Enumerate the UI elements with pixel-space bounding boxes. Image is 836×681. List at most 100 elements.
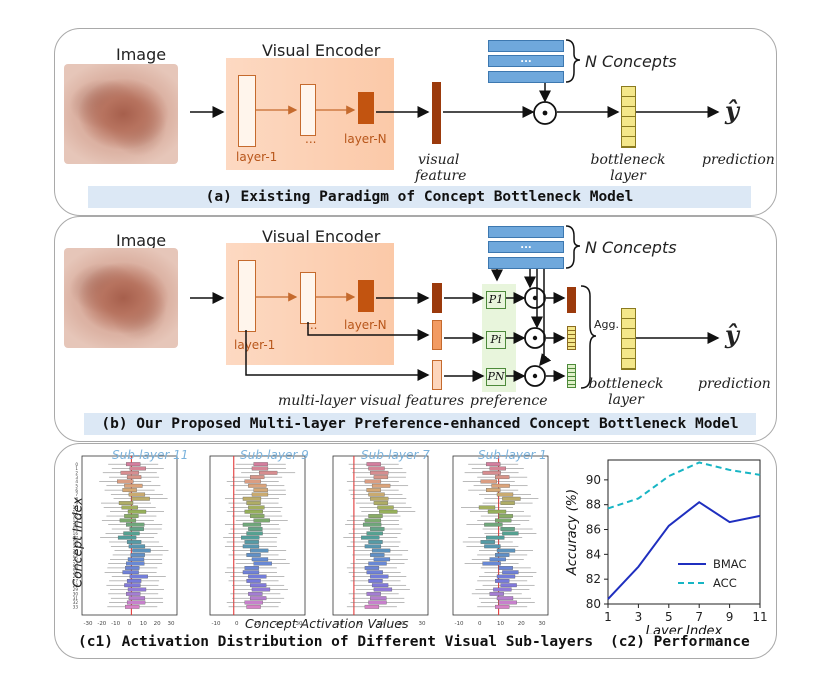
concept-index-tick: 23 [73,561,79,566]
concept-index-tick: 3 [75,475,78,480]
boxplot-box [482,470,501,475]
boxplot-box [361,535,380,540]
boxplot-box [127,557,145,562]
panel-a-visual-feature-bar [432,82,441,144]
boxplot-box [373,501,389,505]
boxplot-box [495,553,510,557]
y-axis-label: Accuracy (%) [565,489,580,576]
concept-index-tick: 20 [73,548,79,553]
concept-index-tick: 14 [73,522,79,527]
panel-b-feature-bar-2 [432,320,442,350]
panel-b-n-concepts: N Concepts [585,238,677,257]
y-tick-label: 86 [586,523,601,537]
boxplot-box [249,548,269,553]
boxplot-box [242,496,262,501]
boxplot-box [246,578,261,583]
boxplot-box [242,544,260,549]
boxplot-box [126,522,145,527]
boxplot-box [496,492,514,497]
panel-b-encoder-label: Visual Encoder [262,227,381,246]
boxplot-box [368,578,383,583]
boxplot-box [478,505,496,510]
b-arrow-enc-feat3 [245,330,430,381]
boxplot-x-tick: 30 [168,621,175,627]
boxplot-x-tick: -10 [111,621,120,627]
boxplot-box [244,566,259,570]
boxplot-box [370,553,385,557]
c1-caption: (c1) Activation Distribution of Differen… [78,634,594,650]
panel-b-bottleneck-label-2: layer [608,392,644,408]
boxplot-x-tick: -10 [455,621,464,627]
boxplot-x-tick: 10 [377,621,384,627]
plot-frame [607,459,761,605]
boxplot-box [502,531,519,536]
boxplot-box [131,496,150,501]
boxplot-box [117,535,137,540]
boxplot-box [368,466,385,471]
boxplot-box [498,566,513,570]
panel-a-layer1-box [238,75,256,147]
boxplot-box [119,518,137,523]
boxplot-box [126,591,141,596]
boxplot-box [371,548,391,553]
boxplot-box [500,501,515,505]
boxplot-box [248,505,265,510]
boxplot-box [251,557,269,562]
boxplot-box [364,604,380,609]
boxplot-box [496,596,514,601]
concept-index-tick: 15 [73,527,79,532]
sub-layer-title-4: Sub-layer 1 [478,448,547,462]
boxplot-box [371,583,389,588]
boxplot-box [373,557,391,562]
boxplot-box [251,587,271,592]
boxplot-box [368,514,383,518]
boxplot-box [495,518,512,523]
boxplot-x-tick: 10 [254,621,261,627]
boxplot-x-tick: 0 [358,621,362,627]
panel-b-concept-row-1 [488,226,564,238]
c1-y-axis-label: Concept Index [69,497,85,588]
panel-a-visual-feature-label-1: visual [418,152,460,168]
boxplot-box [253,561,272,566]
boxplot-box [251,466,269,471]
panel-b-pN-box: PN [486,368,506,386]
concept-index-tick: 18 [73,540,79,545]
boxplot-x-tick: 0 [235,621,239,627]
concept-index-tick: 28 [73,583,79,588]
boxplot-box [246,501,261,505]
boxplot-x-tick: 0 [478,621,482,627]
boxplot-box [370,496,389,501]
boxplot-box [249,583,267,588]
boxplot-box [253,488,268,493]
boxplot-box [379,509,398,514]
boxplot-box [124,514,139,518]
boxplot-x-tick: 10 [140,621,147,627]
boxplot-box [496,574,516,579]
boxplot-box [125,604,140,609]
x-tick-label: 9 [726,610,734,624]
concept-index-tick: 0 [75,462,78,467]
boxplot-box [366,488,381,493]
boxplot-x-tick: 30 [539,621,546,627]
boxplot-box [123,531,140,536]
panel-a-image-label: Image [116,45,167,64]
concept-index-tick: 12 [73,514,79,519]
panel-b-concept-row-2: ... [488,241,564,253]
panel-b-layer1-box [238,260,256,332]
boxplot-box [124,583,141,588]
boxplot-box [244,509,263,514]
boxplot-box [366,462,381,467]
concept-index-tick: 31 [73,596,79,601]
panel-b-layer1-label: layer-1 [234,338,276,352]
boxplot-box [364,518,382,523]
boxplot-box [489,591,504,596]
concept-index-tick: 24 [73,566,79,571]
boxplot-x-tick: 20 [275,621,282,627]
boxplot-box [486,535,505,540]
boxplot-box [253,462,268,467]
panel-b-yhat: ŷ [725,320,739,349]
x-tick-label: 3 [635,610,643,624]
boxplot-box [480,479,497,484]
panel-a-concept-row-2: ... [488,55,564,67]
